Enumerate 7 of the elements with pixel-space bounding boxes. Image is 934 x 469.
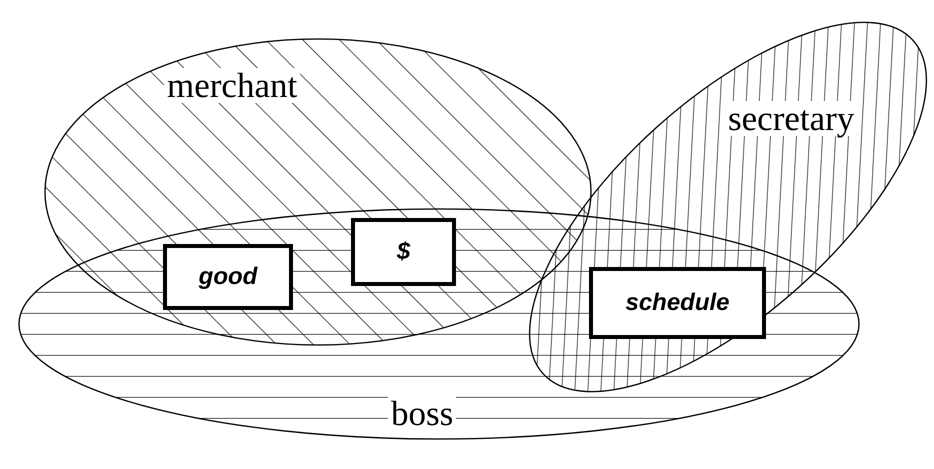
term-box: [163, 244, 293, 310]
set-label: merchant: [164, 68, 300, 103]
item-label: $: [396, 238, 410, 266]
item-label: schedule: [625, 289, 730, 317]
term-box: [351, 218, 456, 286]
term-box: [589, 267, 766, 339]
item-label: good: [198, 263, 258, 291]
